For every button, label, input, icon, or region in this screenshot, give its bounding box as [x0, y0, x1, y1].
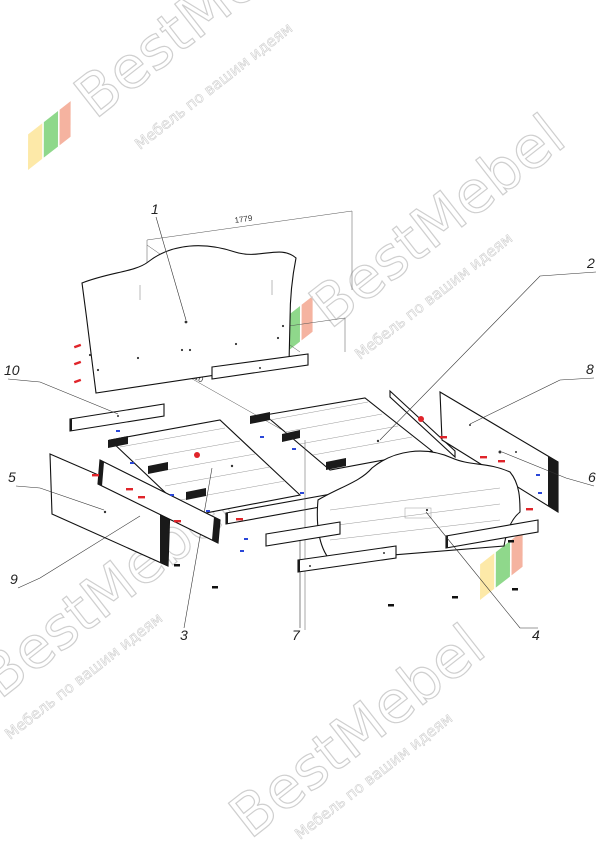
callout-3: 3 [180, 627, 188, 643]
blue-dowel-icon [538, 492, 542, 494]
watermark-brand: BestMebel [297, 101, 577, 341]
callout-7: 7 [292, 627, 301, 643]
headboard-fasteners [73, 343, 82, 384]
blue-dowel-icon [292, 448, 296, 450]
watermark-logo-icon [480, 531, 523, 600]
red-cam-fastener-icon [73, 378, 82, 384]
callout-6: 6 [588, 469, 596, 485]
red-cam-fastener-icon [92, 474, 99, 477]
callout-1: 1 [151, 201, 159, 217]
blue-dowel-icon [116, 430, 120, 432]
watermark-top: BestMebel Мебель по вашим идеям [28, 0, 343, 170]
blue-dowel-icon [260, 436, 264, 438]
fasteners-black-feet [174, 540, 518, 607]
callout-5: 5 [8, 469, 16, 485]
red-cam-fastener-icon [126, 488, 133, 491]
fasteners-blue [116, 430, 542, 552]
callout-9: 9 [10, 571, 18, 587]
dim-outer-width: 1779 [234, 214, 253, 225]
blue-dowel-icon [244, 538, 248, 540]
part-headboard [81, 245, 297, 394]
part-rail-10 [69, 353, 309, 432]
red-cam-fastener-icon [498, 460, 505, 463]
black-foot-icon [508, 540, 514, 543]
black-foot-icon [512, 588, 518, 591]
red-cam-fastener-icon [73, 360, 82, 366]
red-cam-fastener-icon [526, 508, 533, 511]
fasteners-red [92, 416, 533, 523]
blue-dowel-icon [300, 492, 304, 494]
red-cam-fastener-icon [480, 456, 487, 459]
red-cam-fastener-icon [440, 436, 447, 439]
red-cam-fastener-icon [174, 520, 181, 523]
red-cam-fastener-icon [73, 343, 82, 349]
part-slat-frame-left [108, 419, 302, 517]
watermark-brand: BestMebel [62, 0, 342, 131]
blue-dowel-icon [170, 494, 174, 496]
callout-4: 4 [532, 627, 540, 643]
watermark-logo-icon [28, 101, 71, 170]
watermark-bottom-right: BestMebel Мебель по вашим идеям [216, 531, 523, 852]
red-cam-fastener-icon [138, 496, 145, 499]
callout-10: 10 [4, 362, 20, 378]
callout-2: 2 [586, 255, 595, 271]
black-foot-icon [174, 564, 180, 567]
red-cam-fastener-icon [418, 416, 424, 422]
watermark-middle: BestMebel Мебель по вашим идеям [270, 100, 578, 365]
watermark-brand: BestMebel [217, 611, 497, 849]
black-foot-icon [388, 604, 394, 607]
red-cam-fastener-icon [194, 452, 200, 458]
part-slat-frame-right [250, 389, 456, 471]
black-foot-icon [212, 586, 218, 589]
blue-dowel-icon [536, 474, 540, 476]
blue-dowel-icon [240, 550, 244, 552]
part-bottom-rails [265, 519, 539, 573]
blue-dowel-icon [206, 510, 210, 512]
red-cam-fastener-icon [236, 518, 243, 521]
black-foot-icon [452, 596, 458, 599]
callout-8: 8 [586, 361, 594, 377]
blue-dowel-icon [130, 462, 134, 464]
